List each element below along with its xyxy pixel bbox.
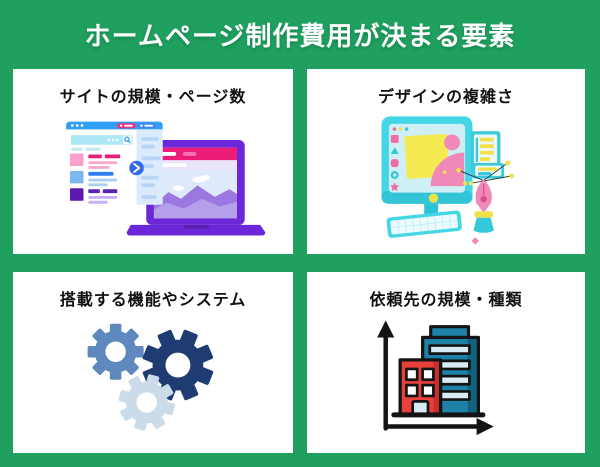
search-bar-icon xyxy=(70,134,133,145)
laptop-icon xyxy=(126,139,266,236)
search-result-rows xyxy=(69,152,121,204)
small-building-icon xyxy=(398,357,443,416)
card-heading-site-scale: サイトの規模・ページ数 xyxy=(59,89,247,106)
card-site-scale: サイトの規模・ページ数 xyxy=(13,69,293,254)
chevron-right-button-icon xyxy=(129,160,144,175)
layers-panel-icon xyxy=(470,130,504,179)
shape-toolbar-icons xyxy=(389,134,399,191)
browser-laptop-illustration-icon xyxy=(66,121,266,236)
gear-medium-blue-icon xyxy=(87,323,144,380)
design-monitor-illustration-icon xyxy=(380,115,514,245)
poster-header: ホームページ制作費用が決まる要素 xyxy=(0,0,600,69)
browser-window-icon xyxy=(66,121,163,205)
card-design-complexity: デザインの複雑さ xyxy=(307,69,585,254)
design-canvas-icon xyxy=(404,133,467,186)
design-complexity-illustration-wrap xyxy=(307,107,585,254)
features-systems-illustration-wrap xyxy=(13,310,293,453)
gear-light-blue-icon xyxy=(118,373,175,431)
card-heading-vendor-scale-type: 依頼先の規模・種類 xyxy=(369,292,523,309)
vendor-scale-illustration-wrap xyxy=(307,310,585,453)
keyboard-icon xyxy=(386,210,462,238)
card-heading-design-complexity: デザインの複雑さ xyxy=(377,89,514,106)
buildings-chart-illustration-icon xyxy=(377,319,494,435)
monitor-icon xyxy=(380,115,473,204)
card-heading-features-systems: 搭載する機能やシステム xyxy=(59,292,247,309)
gears-illustration-icon xyxy=(87,323,214,431)
site-scale-illustration-wrap xyxy=(13,107,293,254)
pen-tool-icon xyxy=(455,159,514,245)
card-vendor-scale-type: 依頼先の規模・種類 xyxy=(307,272,585,453)
factor-grid: サイトの規模・ページ数 xyxy=(13,69,585,453)
chart-axes-icon xyxy=(377,319,494,435)
page-title: ホームページ制作費用が決まる要素 xyxy=(84,21,516,51)
card-features-systems: 搭載する機能やシステム xyxy=(13,272,293,453)
